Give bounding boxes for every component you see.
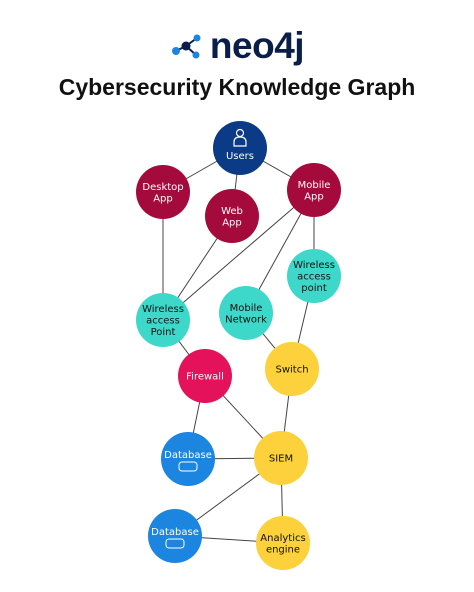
page-title: Cybersecurity Knowledge Graph xyxy=(58,74,416,100)
node-label: Wireless xyxy=(293,260,335,271)
node-label: access xyxy=(297,272,331,283)
node-label: Database xyxy=(151,527,199,538)
node-label: App xyxy=(222,217,242,228)
node-circle xyxy=(213,121,267,175)
node-label: Desktop xyxy=(142,182,183,193)
node-label: App xyxy=(153,193,173,204)
node-label: Mobile xyxy=(230,303,263,314)
node-circle xyxy=(136,293,190,347)
database-icon xyxy=(178,461,198,472)
neo4j-logo: neo4j xyxy=(0,22,474,70)
node-label: engine xyxy=(266,544,300,555)
node-label: App xyxy=(304,191,324,202)
node-label: SIEM xyxy=(269,454,293,465)
node-circle xyxy=(256,516,310,570)
node-label: Mobile xyxy=(298,180,331,191)
node-label: access xyxy=(146,316,180,327)
neo4j-graph-icon xyxy=(171,34,201,59)
node-siem[interactable]: SIEM xyxy=(254,431,308,485)
node-circle xyxy=(287,163,341,217)
node-label: Firewall xyxy=(186,372,224,383)
node-label: Web xyxy=(221,206,243,217)
node-firewall[interactable]: Firewall xyxy=(178,349,232,403)
node-circle xyxy=(148,509,202,563)
logo-text: neo4j xyxy=(209,25,305,66)
node-database-2[interactable]: Database xyxy=(148,509,202,563)
node-label: Users xyxy=(226,151,254,162)
database-icon xyxy=(165,538,185,549)
node-label: Switch xyxy=(275,365,308,376)
node-label: Network xyxy=(225,314,267,325)
node-label: Analytics xyxy=(260,533,305,544)
node-label: Point xyxy=(151,327,176,338)
node-circle xyxy=(287,249,341,303)
node-circle xyxy=(161,432,215,486)
node-circle xyxy=(254,431,308,485)
node-switch[interactable]: Switch xyxy=(265,342,319,396)
node-database-1[interactable]: Database xyxy=(161,432,215,486)
edge-mobile-wap-left xyxy=(162,189,315,321)
node-label: Wireless xyxy=(142,304,184,315)
node-label: point xyxy=(301,283,327,294)
node-circle xyxy=(136,165,190,219)
nodes-layer: UsersDesktopAppWebAppMobileAppWirelessac… xyxy=(136,121,341,570)
node-users[interactable]: Users xyxy=(213,121,267,175)
node-circle xyxy=(178,349,232,403)
node-circle xyxy=(205,189,259,243)
node-circle xyxy=(265,342,319,396)
node-label: Database xyxy=(164,450,212,461)
person-icon xyxy=(233,128,247,147)
node-circle xyxy=(219,286,273,340)
